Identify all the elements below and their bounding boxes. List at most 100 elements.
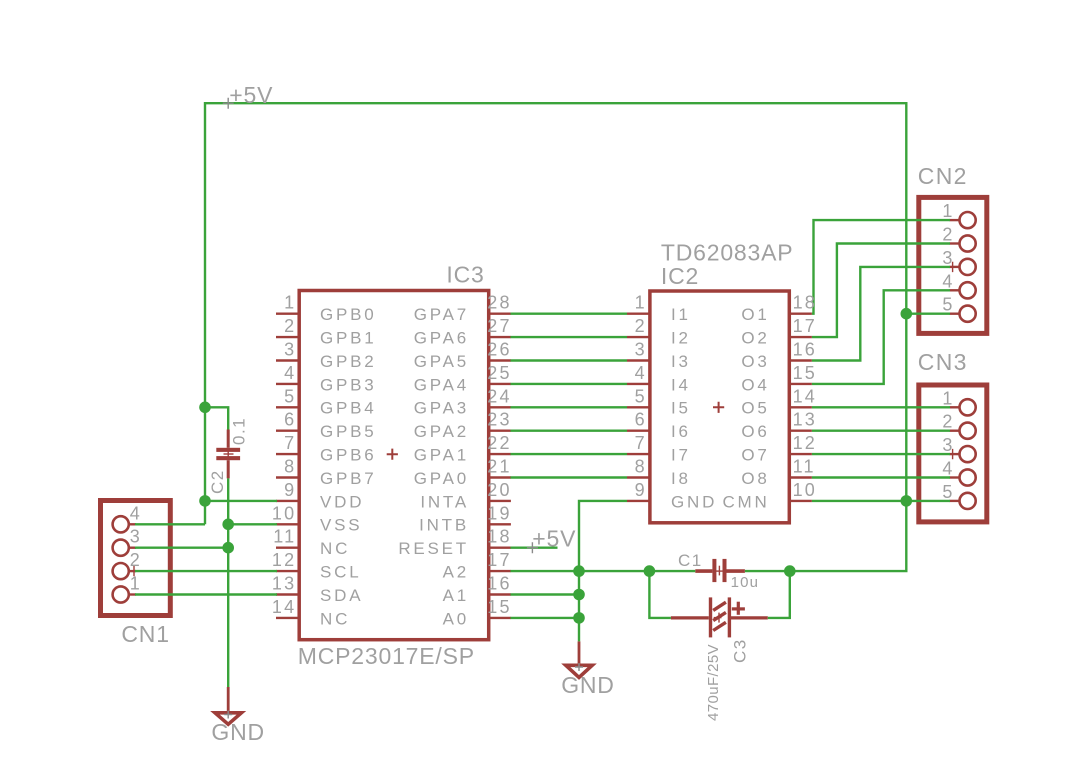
svg-text:10u: 10u: [731, 574, 760, 591]
svg-text:3: 3: [130, 527, 142, 547]
svg-text:GPB0: GPB0: [320, 305, 377, 324]
svg-text:11: 11: [793, 457, 816, 477]
svg-text:1: 1: [942, 388, 954, 408]
svg-text:O2: O2: [741, 329, 769, 348]
svg-text:VDD: VDD: [320, 492, 364, 511]
svg-text:9: 9: [635, 480, 647, 500]
svg-text:1: 1: [130, 574, 142, 594]
svg-text:GPB4: GPB4: [320, 399, 377, 418]
svg-text:18: 18: [487, 527, 511, 547]
svg-text:SCL: SCL: [320, 563, 361, 582]
svg-text:GND: GND: [671, 492, 717, 511]
svg-text:2: 2: [942, 225, 954, 245]
svg-text:15: 15: [487, 597, 511, 617]
svg-text:GPA3: GPA3: [414, 399, 469, 418]
svg-text:13: 13: [793, 410, 817, 430]
svg-text:1: 1: [942, 201, 954, 221]
svg-text:20: 20: [487, 480, 511, 500]
svg-text:IC3: IC3: [446, 261, 484, 287]
svg-text:5: 5: [635, 386, 647, 406]
svg-text:2: 2: [942, 412, 954, 432]
svg-text:GPB3: GPB3: [320, 375, 377, 394]
svg-text:CN2: CN2: [918, 163, 968, 189]
svg-text:INTB: INTB: [419, 516, 469, 535]
svg-text:28: 28: [487, 293, 511, 313]
svg-text:O7: O7: [741, 446, 769, 465]
svg-text:+5V: +5V: [532, 525, 576, 551]
svg-text:GND: GND: [211, 719, 265, 745]
svg-text:22: 22: [487, 433, 511, 453]
svg-text:MCP23017E/SP: MCP23017E/SP: [298, 643, 475, 669]
svg-text:23: 23: [487, 410, 511, 430]
svg-text:NC: NC: [320, 539, 350, 558]
svg-text:16: 16: [793, 340, 817, 360]
svg-text:SDA: SDA: [320, 586, 363, 605]
svg-text:C3: C3: [730, 638, 749, 663]
svg-text:GPA6: GPA6: [414, 329, 469, 348]
svg-text:I1: I1: [671, 305, 691, 324]
svg-text:GPB1: GPB1: [320, 329, 377, 348]
svg-text:TD62083AP: TD62083AP: [661, 239, 794, 265]
svg-text:I5: I5: [671, 399, 691, 418]
svg-text:6: 6: [284, 410, 296, 430]
svg-text:3: 3: [942, 435, 954, 455]
svg-text:470uF/25V: 470uF/25V: [705, 644, 722, 721]
svg-text:1: 1: [635, 293, 647, 313]
svg-text:8: 8: [635, 457, 647, 477]
svg-text:GPA0: GPA0: [414, 469, 469, 488]
svg-text:8: 8: [284, 457, 296, 477]
svg-text:15: 15: [793, 363, 817, 383]
svg-text:GPB7: GPB7: [320, 469, 377, 488]
svg-text:O3: O3: [741, 352, 769, 371]
svg-text:7: 7: [635, 433, 647, 453]
svg-text:O6: O6: [741, 422, 769, 441]
svg-text:CN3: CN3: [918, 349, 968, 375]
svg-text:14: 14: [793, 386, 817, 406]
svg-text:10: 10: [793, 480, 817, 500]
svg-text:I3: I3: [671, 352, 691, 371]
svg-text:17: 17: [487, 550, 511, 570]
svg-text:GPA7: GPA7: [414, 305, 469, 324]
svg-text:4: 4: [635, 363, 647, 383]
svg-text:2: 2: [284, 316, 296, 336]
svg-text:2: 2: [635, 316, 647, 336]
svg-text:9: 9: [284, 480, 296, 500]
svg-text:17: 17: [793, 316, 817, 336]
svg-text:12: 12: [793, 433, 817, 453]
svg-text:I7: I7: [671, 446, 691, 465]
svg-text:7: 7: [284, 433, 296, 453]
svg-text:+5V: +5V: [229, 82, 273, 108]
svg-text:O1: O1: [741, 305, 769, 324]
svg-text:CN1: CN1: [121, 621, 169, 647]
svg-text:GPA5: GPA5: [414, 352, 469, 371]
svg-text:12: 12: [272, 550, 296, 570]
svg-text:O4: O4: [741, 375, 769, 394]
svg-text:I4: I4: [671, 375, 691, 394]
svg-text:GPA1: GPA1: [414, 446, 469, 465]
svg-text:14: 14: [272, 597, 296, 617]
svg-text:19: 19: [487, 503, 511, 523]
svg-text:5: 5: [942, 295, 954, 315]
svg-text:RESET: RESET: [398, 539, 469, 558]
svg-text:0.1: 0.1: [229, 417, 248, 445]
svg-text:2: 2: [130, 550, 142, 570]
svg-text:GPA2: GPA2: [414, 422, 469, 441]
svg-text:IC2: IC2: [661, 263, 699, 289]
svg-text:13: 13: [272, 574, 296, 594]
svg-text:4: 4: [942, 459, 954, 479]
svg-text:GND: GND: [561, 672, 615, 698]
svg-text:A0: A0: [443, 609, 469, 628]
svg-text:4: 4: [942, 271, 954, 291]
svg-text:C2: C2: [208, 469, 227, 494]
svg-text:I8: I8: [671, 469, 691, 488]
svg-text:I6: I6: [671, 422, 691, 441]
svg-text:18: 18: [793, 293, 817, 313]
svg-text:C1: C1: [678, 551, 703, 570]
svg-text:4: 4: [284, 363, 296, 383]
svg-text:GPB2: GPB2: [320, 352, 377, 371]
svg-text:A2: A2: [443, 563, 469, 582]
svg-text:16: 16: [487, 574, 511, 594]
svg-text:NC: NC: [320, 609, 350, 628]
svg-text:24: 24: [487, 386, 511, 406]
svg-text:INTA: INTA: [420, 492, 469, 511]
